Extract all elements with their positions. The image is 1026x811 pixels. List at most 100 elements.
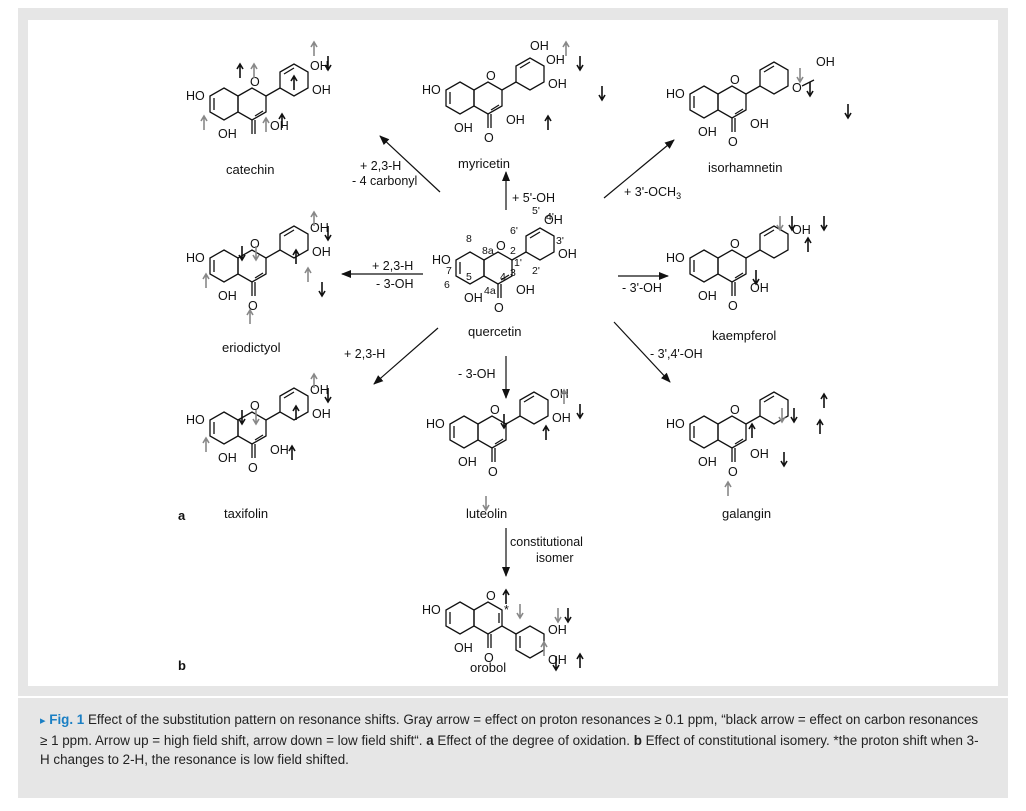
svg-text:OH: OH <box>816 55 835 69</box>
proton-shift-arrow <box>310 210 318 226</box>
shift-arrow-group <box>200 40 852 672</box>
svg-text:OH: OH <box>750 447 769 461</box>
atom-label: OH <box>558 247 577 261</box>
svg-text:OH: OH <box>312 245 331 259</box>
proton-shift-arrow <box>560 388 568 404</box>
proton-shift-arrow <box>250 62 258 78</box>
proton-shift-arrow <box>310 372 318 388</box>
ring-number: 3' <box>556 235 564 247</box>
carbon-shift-arrow <box>576 404 584 420</box>
carbon-shift-arrow <box>576 652 584 668</box>
arrow-to-taxifolin <box>373 327 439 385</box>
ring-number: 4 <box>500 271 506 283</box>
proton-shift-arrow <box>252 410 260 426</box>
svg-text:OH: OH <box>458 455 477 469</box>
compound-name-isorhamnetin: isorhamnetin <box>708 160 782 175</box>
figure-canvas: HO O OH O OH OH OH 8 8a 2 7 1' 3' 4' 5' … <box>178 39 852 675</box>
svg-text:O: O <box>730 73 740 87</box>
ring-number: 8 <box>466 233 472 245</box>
catechin-structure: HO O OH OH OH OH <box>186 59 331 141</box>
svg-text:OH: OH <box>506 113 525 127</box>
svg-text:O: O <box>792 81 802 95</box>
figure-caption: ▸ Fig. 1 Effect of the substitution patt… <box>18 698 1008 798</box>
proton-shift-arrow <box>200 114 208 130</box>
carbon-shift-arrow <box>292 404 300 420</box>
svg-text:OH: OH <box>310 221 329 235</box>
svg-text:HO: HO <box>186 413 205 427</box>
proton-shift-arrow <box>724 480 732 496</box>
svg-text:O: O <box>250 399 260 413</box>
svg-text:OH: OH <box>310 59 329 73</box>
ring-number: 7 <box>446 265 452 277</box>
carbon-shift-arrow <box>788 216 796 232</box>
carbon-shift-arrow <box>820 392 828 408</box>
compound-name-galangin: galangin <box>722 506 771 521</box>
svg-text:HO: HO <box>666 87 685 101</box>
arrow-to-catechin <box>379 135 441 193</box>
svg-text:O: O <box>484 131 494 145</box>
carbon-shift-arrow <box>318 282 326 298</box>
svg-text:OH: OH <box>548 653 567 667</box>
carbon-shift-arrow <box>576 56 584 72</box>
svg-text:OH: OH <box>218 127 237 141</box>
proton-shift-arrow <box>262 116 270 132</box>
proton-shift-arrow <box>516 604 524 620</box>
svg-text:OH: OH <box>750 281 769 295</box>
svg-text:O: O <box>728 135 738 149</box>
luteolin-structure: HO O OH O OH OH <box>426 387 571 479</box>
arrow-to-galangin <box>613 321 671 383</box>
svg-text:OH: OH <box>698 289 717 303</box>
galangin-structure: HO O OH O OH <box>666 391 789 479</box>
ring-number: 5' <box>532 205 540 217</box>
compound-name-taxifolin: taxifolin <box>224 506 268 521</box>
svg-text:O: O <box>486 69 496 83</box>
transform-label-myricetin: + 5'-OH <box>512 191 555 205</box>
proton-shift-arrow <box>776 216 784 232</box>
eriodictyol-structure: HO O OH O OH OH <box>186 221 331 313</box>
panel-letter-b: b <box>178 658 186 673</box>
star-marker: * <box>504 603 509 617</box>
carbon-shift-arrow <box>542 424 550 440</box>
transform-label-eriodictyol-1: + 2,3-H <box>372 259 413 273</box>
ring-number: 4a <box>484 285 496 297</box>
svg-text:HO: HO <box>186 251 205 265</box>
svg-text:OH: OH <box>750 117 769 131</box>
transform-label-luteolin: - 3-OH <box>458 367 496 381</box>
caption-fig-label: Fig. 1 <box>49 712 85 727</box>
atom-label: HO <box>432 253 451 267</box>
orobol-structure: HO O OH O OH OH * <box>422 589 567 667</box>
carbon-shift-arrow <box>292 248 300 264</box>
caption-marker: ▸ <box>40 715 46 727</box>
svg-text:OH: OH <box>792 223 811 237</box>
compound-name-myricetin: myricetin <box>458 156 510 171</box>
caption-text: Effect of the substitution pattern on re… <box>40 712 979 748</box>
svg-text:O: O <box>486 589 496 603</box>
carbon-shift-arrow <box>502 588 510 604</box>
transform-label-isorhamnetin: + 3'-OCH3 <box>624 185 681 201</box>
svg-text:OH: OH <box>454 641 473 655</box>
proton-shift-arrow <box>562 40 570 56</box>
carbon-shift-arrow <box>288 444 296 460</box>
svg-text:O: O <box>250 75 260 89</box>
svg-text:O: O <box>488 465 498 479</box>
carbon-shift-arrow <box>752 270 760 286</box>
myricetin-structure: HO O OH O OH OH OH OH <box>422 39 567 145</box>
carbon-shift-arrow <box>544 114 552 130</box>
carbon-shift-arrow <box>500 414 508 430</box>
ring-number: 6 <box>444 279 450 291</box>
svg-text:O: O <box>484 651 494 665</box>
svg-text:HO: HO <box>186 89 205 103</box>
atom-label: OH <box>544 213 563 227</box>
carbon-shift-arrow <box>552 656 560 672</box>
compound-name-orobol: orobol <box>470 660 506 675</box>
transform-label-kaempferol: - 3'-OH <box>622 281 662 295</box>
carbon-shift-arrow <box>324 56 332 72</box>
atom-label: OH <box>516 283 535 297</box>
proton-shift-arrow <box>778 408 786 424</box>
svg-text:OH: OH <box>548 623 567 637</box>
svg-text:HO: HO <box>666 251 685 265</box>
carbon-shift-arrow <box>806 82 814 98</box>
svg-text:O: O <box>248 299 258 313</box>
carbon-shift-arrow <box>748 422 756 438</box>
proton-shift-arrow <box>540 640 548 656</box>
